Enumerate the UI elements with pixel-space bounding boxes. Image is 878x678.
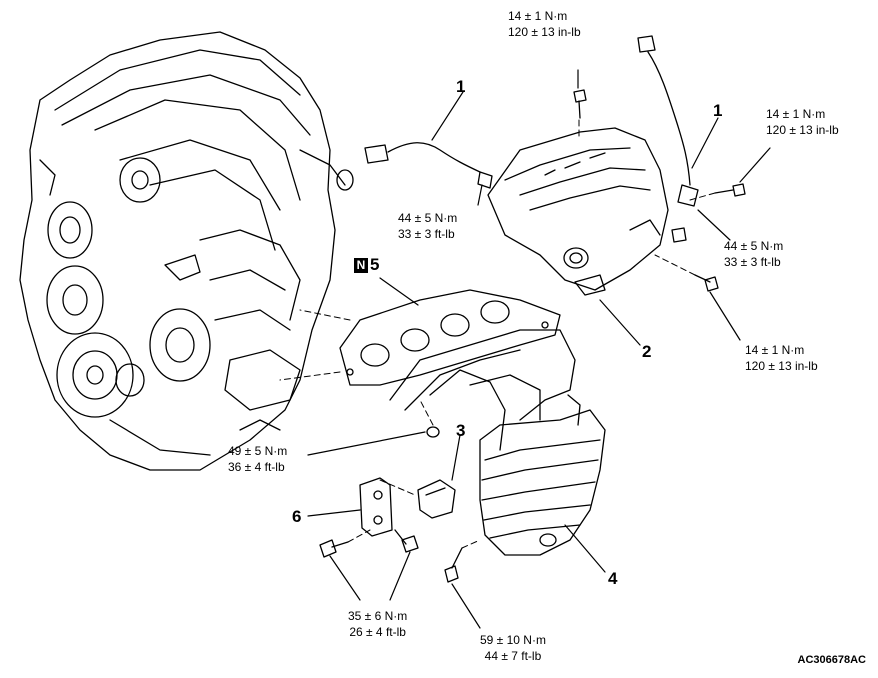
new-part-badge: N: [354, 257, 368, 273]
callout-5-number: 5: [370, 255, 380, 274]
torque-metric: 49 ± 5 N·m: [228, 444, 288, 458]
torque-label-bracket-bolts: 35 ± 6 N·m 26 ± 4 ft-lb: [348, 608, 407, 640]
torque-imperial: 120 ± 13 in-lb: [508, 25, 581, 39]
bracket-illustration: [359, 477, 456, 537]
figure-code: AC306678AC: [797, 654, 866, 666]
callout-1-right: 1: [713, 101, 723, 120]
torque-metric: 44 ± 5 N·m: [398, 211, 458, 225]
callout-6: 6: [292, 507, 302, 526]
torque-label-lower-bolt: 59 ± 10 N·m 44 ± 7 ft-lb: [480, 632, 546, 664]
torque-label-top-center: 14 ± 1 N·m 120 ± 13 in-lb: [508, 8, 581, 40]
torque-label-cover-bolt: 14 ± 1 N·m 120 ± 13 in-lb: [745, 342, 818, 374]
callout-3: 3: [456, 421, 466, 440]
torque-imperial: 36 ± 4 ft-lb: [228, 460, 285, 474]
torque-metric: 14 ± 1 N·m: [745, 343, 805, 357]
torque-label-sensor-right: 44 ± 5 N·m 33 ± 3 ft-lb: [724, 238, 783, 270]
torque-metric: 14 ± 1 N·m: [766, 107, 826, 121]
torque-imperial: 26 ± 4 ft-lb: [349, 625, 406, 639]
callout-2: 2: [642, 342, 652, 361]
torque-imperial: 120 ± 13 in-lb: [745, 359, 818, 373]
engine-illustration: [19, 31, 354, 471]
torque-imperial: 120 ± 13 in-lb: [766, 123, 839, 137]
manifold-illustration: [389, 329, 606, 556]
torque-imperial: 33 ± 3 ft-lb: [724, 255, 781, 269]
torque-imperial: 44 ± 7 ft-lb: [484, 649, 542, 663]
gasket-illustration: [339, 289, 561, 386]
callout-4: 4: [608, 569, 618, 588]
alignment-lines: [279, 119, 716, 549]
callout-5: N 5: [354, 256, 379, 274]
leader-lines: [307, 69, 771, 629]
torque-label-top-right: 14 ± 1 N·m 120 ± 13 in-lb: [766, 106, 839, 138]
torque-imperial: 33 ± 3 ft-lb: [398, 227, 455, 241]
torque-label-manifold-nut: 49 ± 5 N·m 36 ± 4 ft-lb: [228, 443, 287, 475]
torque-metric: 14 ± 1 N·m: [508, 9, 568, 23]
torque-metric: 35 ± 6 N·m: [348, 609, 408, 623]
fastener-illustrations: [319, 89, 746, 583]
oxygen-sensor-illustration: [364, 35, 699, 207]
heat-shield-illustration: [487, 127, 669, 296]
torque-label-sensor-left: 44 ± 5 N·m 33 ± 3 ft-lb: [398, 210, 457, 242]
torque-metric: 44 ± 5 N·m: [724, 239, 784, 253]
callout-1-left: 1: [456, 77, 466, 96]
torque-metric: 59 ± 10 N·m: [480, 633, 546, 647]
